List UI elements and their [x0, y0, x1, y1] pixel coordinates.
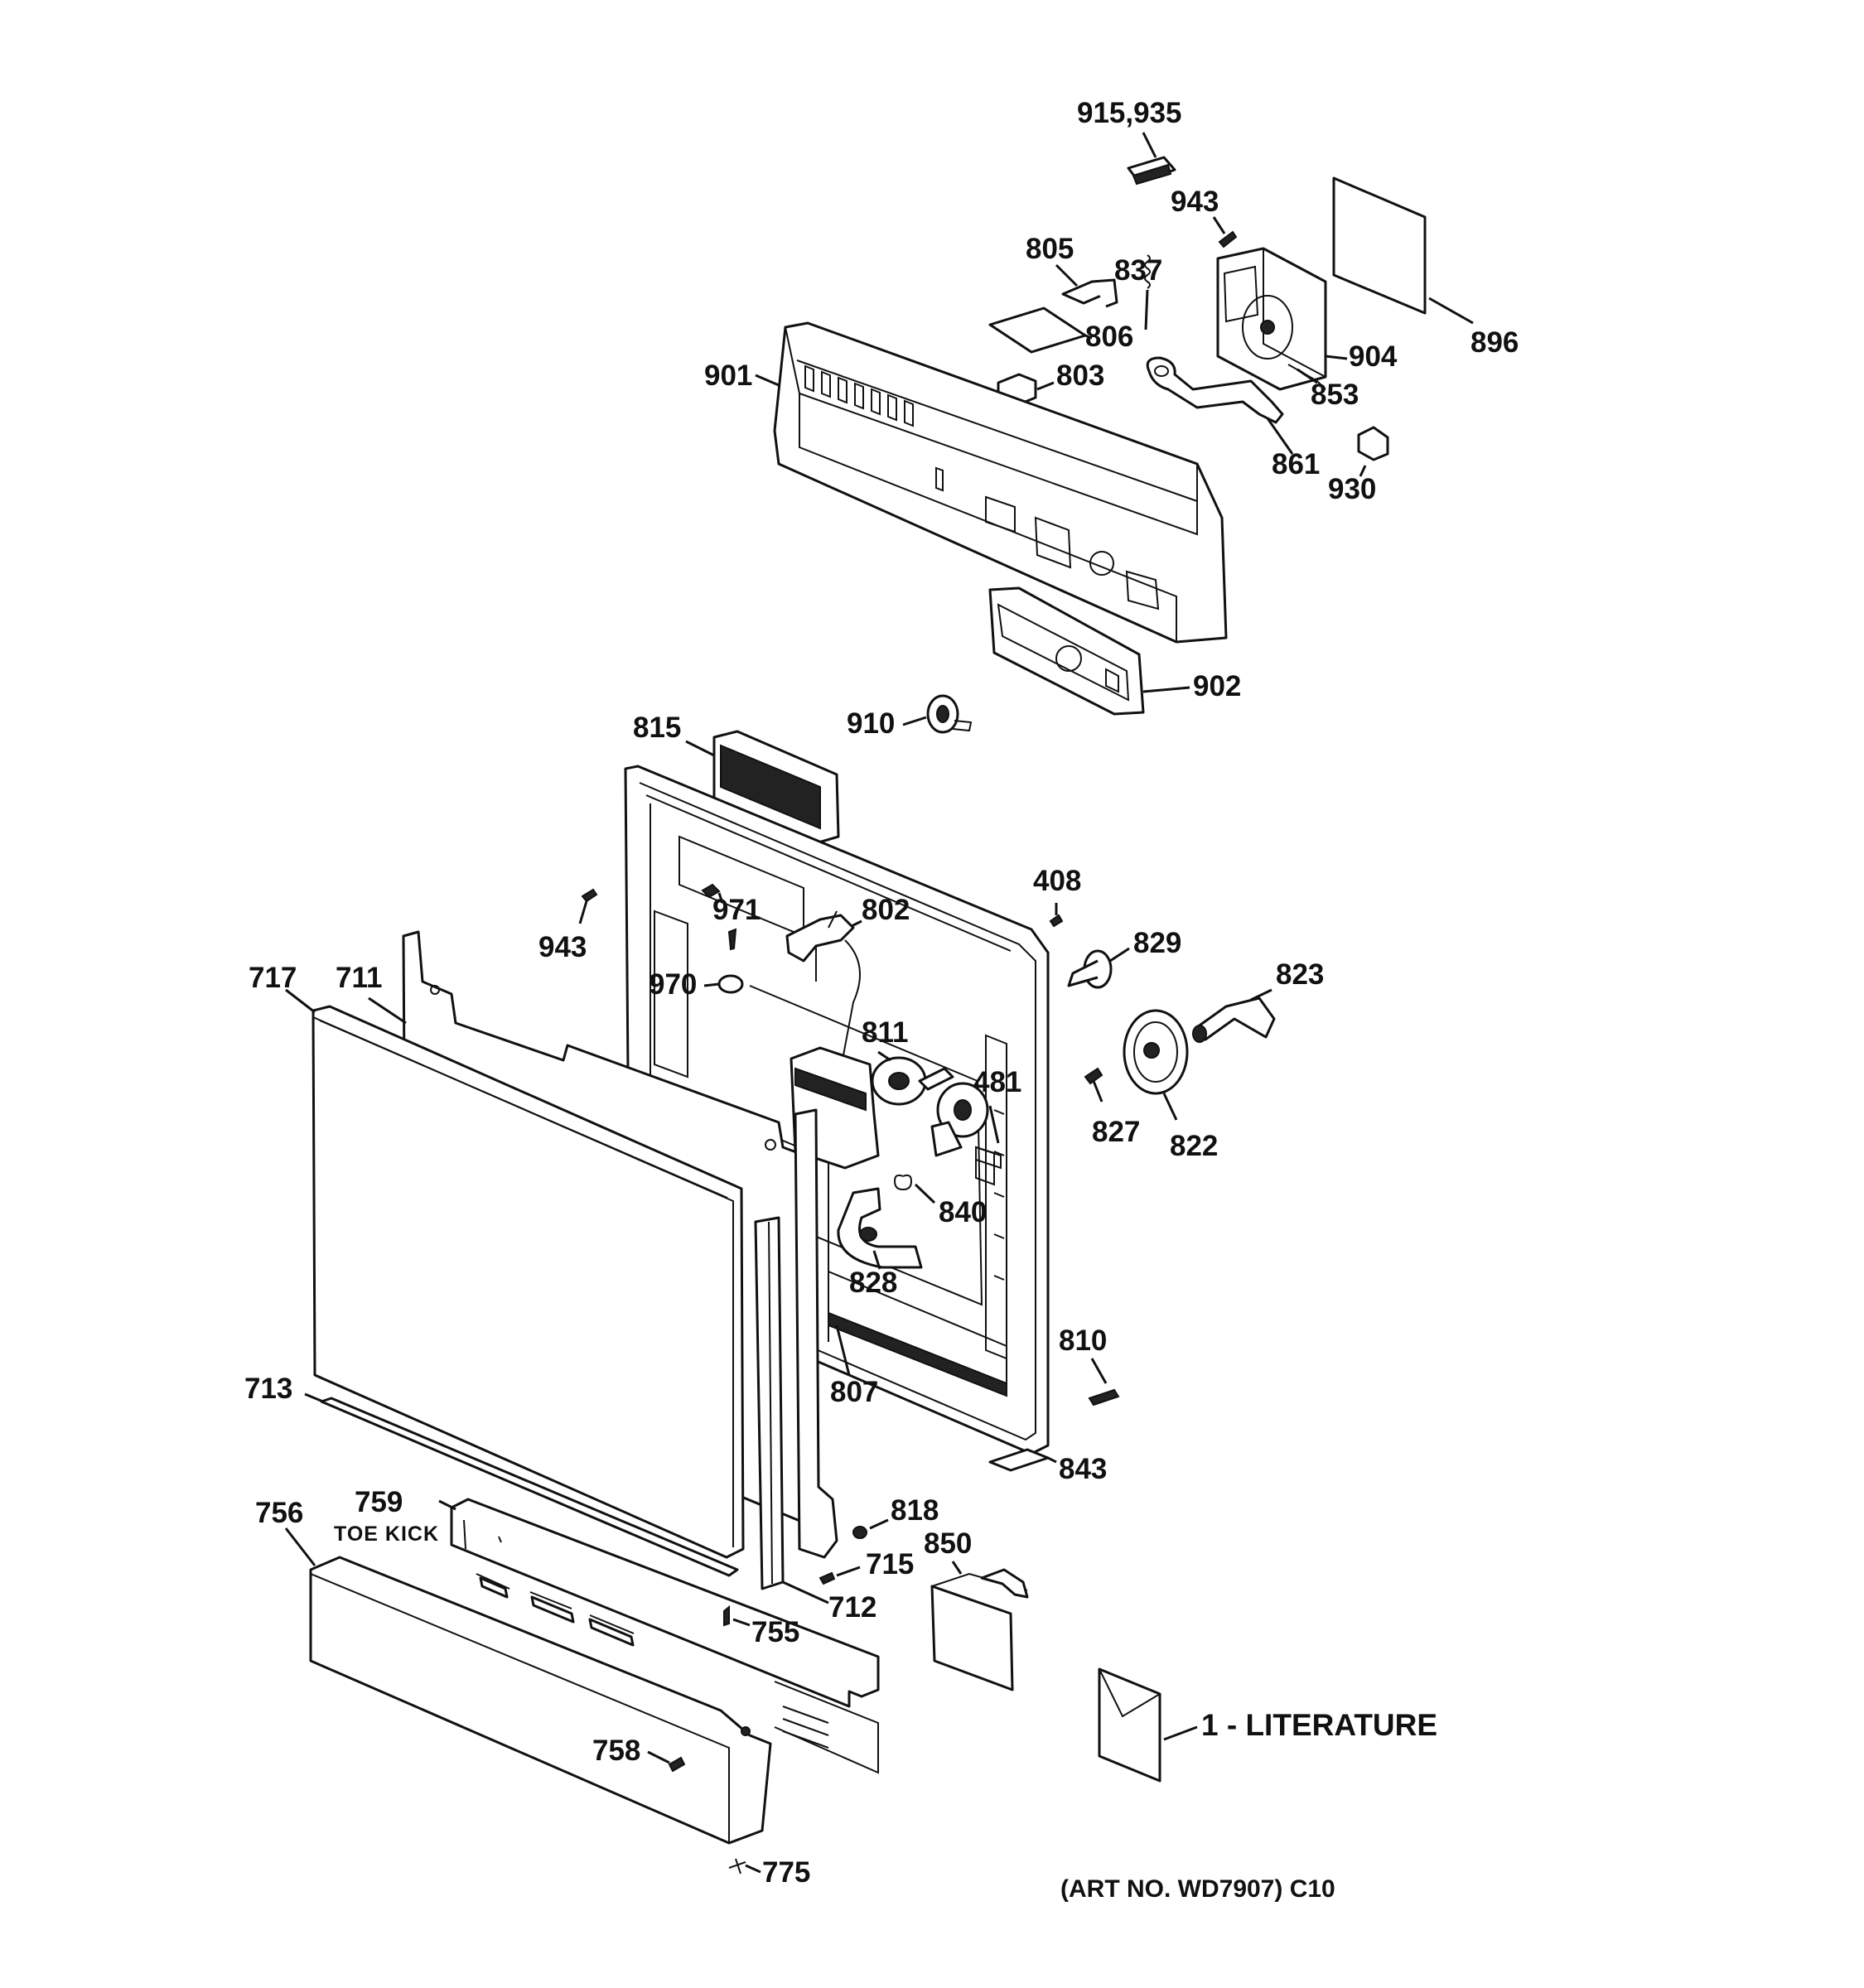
- label-717: 717: [249, 962, 297, 994]
- spring-837: [1144, 254, 1151, 331]
- sheet-896: [1332, 176, 1474, 325]
- screw-810: [1088, 1358, 1120, 1407]
- arm-823: [1192, 988, 1276, 1043]
- bracket-805: [1055, 263, 1118, 308]
- label-712: 712: [828, 1591, 876, 1624]
- screw-818: [852, 1518, 889, 1539]
- rail-712: [754, 1108, 838, 1604]
- toe-kick-759: [438, 1498, 880, 1708]
- label-758: 758: [592, 1735, 640, 1767]
- label-970: 970: [649, 968, 697, 1001]
- label-755: 755: [751, 1616, 799, 1648]
- rinse-aid-481: [930, 1082, 1002, 1170]
- label-481: 481: [973, 1066, 1021, 1098]
- label-805: 805: [1026, 233, 1074, 265]
- screw-775: [728, 1858, 761, 1875]
- console-901: [755, 321, 1228, 644]
- art-number: (ART NO. WD7907) C10: [1060, 1875, 1335, 1903]
- label-811: 811: [862, 1016, 908, 1049]
- label-806: 806: [1085, 321, 1133, 353]
- trim-713: [304, 1392, 739, 1577]
- label-943-top: 943: [1171, 186, 1219, 218]
- hub-822: [1123, 1009, 1189, 1121]
- label-810: 810: [1059, 1325, 1107, 1357]
- label-818: 818: [891, 1494, 939, 1527]
- label-827: 827: [1092, 1116, 1140, 1148]
- label-971: 971: [712, 894, 761, 926]
- screw-715: [819, 1566, 861, 1585]
- label-408: 408: [1033, 865, 1081, 897]
- kick-plate-756: [284, 1527, 879, 1845]
- screw-827: [1084, 1067, 1103, 1103]
- screw-943-top: [1212, 216, 1238, 248]
- cover-850: [930, 1561, 1029, 1691]
- label-822: 822: [1170, 1130, 1218, 1162]
- label-823: 823: [1276, 958, 1324, 991]
- label-713: 713: [244, 1373, 292, 1405]
- literature-envelope: [1098, 1667, 1198, 1783]
- bearing-829: [1067, 947, 1130, 989]
- label-853: 853: [1311, 379, 1359, 411]
- knob-910: [902, 694, 973, 734]
- label-711: 711: [336, 962, 382, 994]
- label-837: 837: [1114, 254, 1162, 287]
- label-861: 861: [1272, 448, 1320, 480]
- connector-915-935: [1127, 132, 1176, 186]
- label-806: [988, 306, 1093, 354]
- label-850: 850: [924, 1527, 972, 1560]
- label-910: 910: [847, 707, 895, 740]
- outer-door-717: [285, 988, 745, 1559]
- label-775: 775: [762, 1856, 810, 1889]
- label-807: 807: [830, 1376, 878, 1408]
- label-815: 815: [633, 712, 681, 744]
- plug-970: [703, 974, 744, 994]
- switch-930: [1357, 426, 1389, 477]
- literature-label: 1 - LITERATURE: [1201, 1708, 1437, 1742]
- timer-904: [1216, 247, 1348, 391]
- label-843: 843: [1059, 1453, 1107, 1485]
- label-930: 930: [1328, 473, 1376, 505]
- label-756: 756: [255, 1497, 303, 1529]
- link-853: [1287, 364, 1326, 390]
- panel-902: [988, 586, 1190, 716]
- label-828: 828: [849, 1267, 897, 1299]
- label-904: 904: [1349, 340, 1398, 373]
- vent-815: [685, 730, 840, 845]
- label-901: 901: [704, 359, 752, 392]
- screw-943-mid: [578, 888, 598, 924]
- lever-828: [837, 1187, 923, 1270]
- screw-755: [723, 1604, 751, 1627]
- part-labels: 915,935 943 805 837 806 896 904 901 803 …: [244, 97, 1519, 1903]
- clip-971: [701, 883, 737, 951]
- label-802: 802: [862, 894, 910, 926]
- label-803: 803: [1056, 359, 1104, 392]
- label-759: 759: [355, 1486, 403, 1518]
- label-915-935: 915,935: [1077, 97, 1182, 129]
- label-840: 840: [939, 1196, 987, 1228]
- label-829: 829: [1133, 927, 1181, 959]
- screw-408: [1049, 903, 1064, 928]
- hinge-843: [988, 1448, 1057, 1472]
- label-902: 902: [1193, 670, 1241, 702]
- label-896: 896: [1470, 326, 1519, 359]
- latch-802: [785, 910, 862, 1069]
- spring-840: [893, 1174, 936, 1204]
- screw-758: [647, 1750, 686, 1773]
- toe-kick-label: TOE KICK: [334, 1522, 439, 1546]
- label-943-mid: 943: [538, 931, 587, 963]
- label-715: 715: [866, 1548, 914, 1580]
- lever-861: [1146, 356, 1294, 455]
